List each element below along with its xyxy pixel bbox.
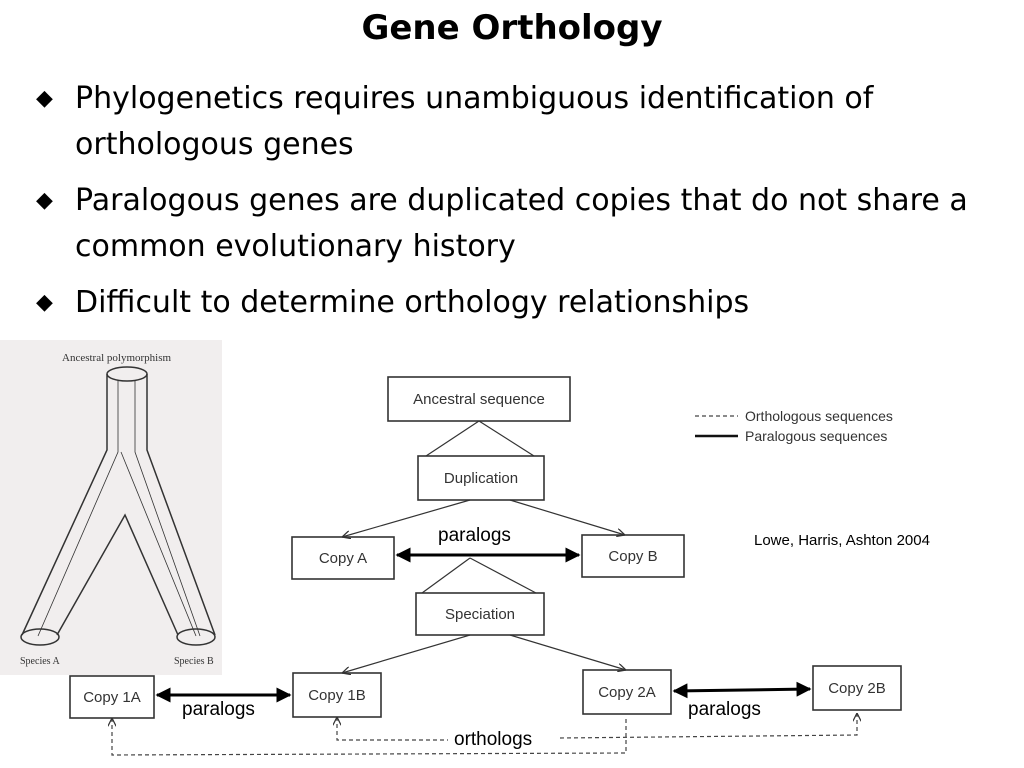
- diamond-bullet-icon: ◆: [36, 86, 53, 111]
- speciation-label: Speciation: [445, 606, 515, 623]
- bullet-text: Phylogenetics requires unambiguous ident…: [75, 81, 874, 162]
- tube-line: [120, 451, 197, 637]
- tube-bottom-ellipse-a: [20, 628, 60, 646]
- speciation-box: [415, 592, 545, 636]
- legend: Orthologous sequences Paralogous sequenc…: [695, 408, 893, 444]
- ancestral-to-duplication-line: [478, 420, 535, 457]
- figure-caption: Ancestral polymorphism: [62, 352, 172, 364]
- paralogs-label-left: paralogs: [182, 699, 255, 720]
- diamond-bullet-icon: ◆: [36, 188, 53, 213]
- bullet-text: Paralogous genes are duplicated copies t…: [75, 183, 968, 264]
- paralogs-label-top: paralogs: [438, 525, 511, 547]
- copy-a-label: Copy A: [319, 550, 367, 567]
- paralog-arrow-right: [672, 681, 812, 699]
- ancestral-sequence-label: Ancestral sequence: [413, 391, 545, 408]
- copy-2b-label: Copy 2B: [828, 680, 886, 697]
- ancestral-to-duplication-line: [425, 420, 480, 457]
- tube-outer-left: [21, 374, 108, 636]
- duplication-to-copy-b-arrow: [509, 499, 625, 535]
- orthologs-label: orthologs: [450, 729, 537, 751]
- ancestral-sequence-box: [387, 376, 571, 422]
- copy-a-box: [291, 536, 395, 580]
- copy-1a-label: Copy 1A: [83, 689, 141, 706]
- ortholog-dashed-connector-right: [559, 713, 857, 739]
- tube-tree-drawing: Ancestral polymorphism Species A Species…: [20, 352, 216, 667]
- copy-2b-box: [812, 665, 902, 711]
- diamond-bullet-icon: ◆: [36, 290, 53, 315]
- slide-title: Gene Orthology: [361, 8, 663, 48]
- split-to-speciation-line: [421, 557, 471, 594]
- orthology-diagram: Ancestral sequence Duplication Copy A Co…: [50, 355, 990, 768]
- tube-line: [37, 380, 119, 637]
- ortholog-dashed-connector-left: [337, 717, 448, 741]
- bullet-item: ◆ Paralogous genes are duplicated copies…: [36, 178, 1006, 270]
- copy-b-label: Copy B: [608, 548, 657, 565]
- legend-paralogous-label: Paralogous sequences: [745, 428, 887, 444]
- split-to-speciation-line: [469, 557, 537, 594]
- speciation-to-copy-2a-arrow: [509, 634, 626, 670]
- bullet-item: ◆ Phylogenetics requires unambiguous ide…: [36, 76, 1006, 168]
- orthology-tree-drawing: Ancestral sequence Duplication Copy A Co…: [69, 376, 902, 756]
- copy-1b-label: Copy 1B: [308, 687, 366, 704]
- tube-line: [134, 380, 201, 637]
- copy-b-box: [581, 534, 685, 578]
- duplication-label: Duplication: [444, 470, 518, 487]
- ancestral-polymorphism-figure: Ancestral polymorphism Species A Species…: [0, 340, 222, 675]
- speciation-to-copy-1b-arrow: [342, 634, 471, 673]
- duplication-box: [417, 455, 545, 501]
- species-b-label: Species B: [174, 656, 214, 667]
- tube-outer-right: [146, 374, 216, 636]
- tube-bottom-ellipse-b: [176, 628, 216, 646]
- species-a-label: Species A: [20, 656, 60, 667]
- duplication-to-copy-a-arrow: [342, 499, 471, 537]
- paralogs-label-right: paralogs: [688, 699, 761, 720]
- copy-1b-box: [292, 672, 382, 718]
- copy-1a-box: [69, 675, 155, 719]
- legend-orthologous-label: Orthologous sequences: [745, 408, 893, 424]
- copy-2a-label: Copy 2A: [598, 684, 656, 701]
- ortholog-dashed-connector-outer: [112, 717, 627, 756]
- bullet-item: ◆ Difficult to determine orthology relat…: [36, 280, 1006, 326]
- tube-inner-fork: [56, 513, 179, 636]
- bullet-text: Difficult to determine orthology relatio…: [75, 285, 750, 320]
- bullet-list: ◆ Phylogenetics requires unambiguous ide…: [36, 76, 1006, 336]
- citation: Lowe, Harris, Ashton 2004: [754, 532, 930, 549]
